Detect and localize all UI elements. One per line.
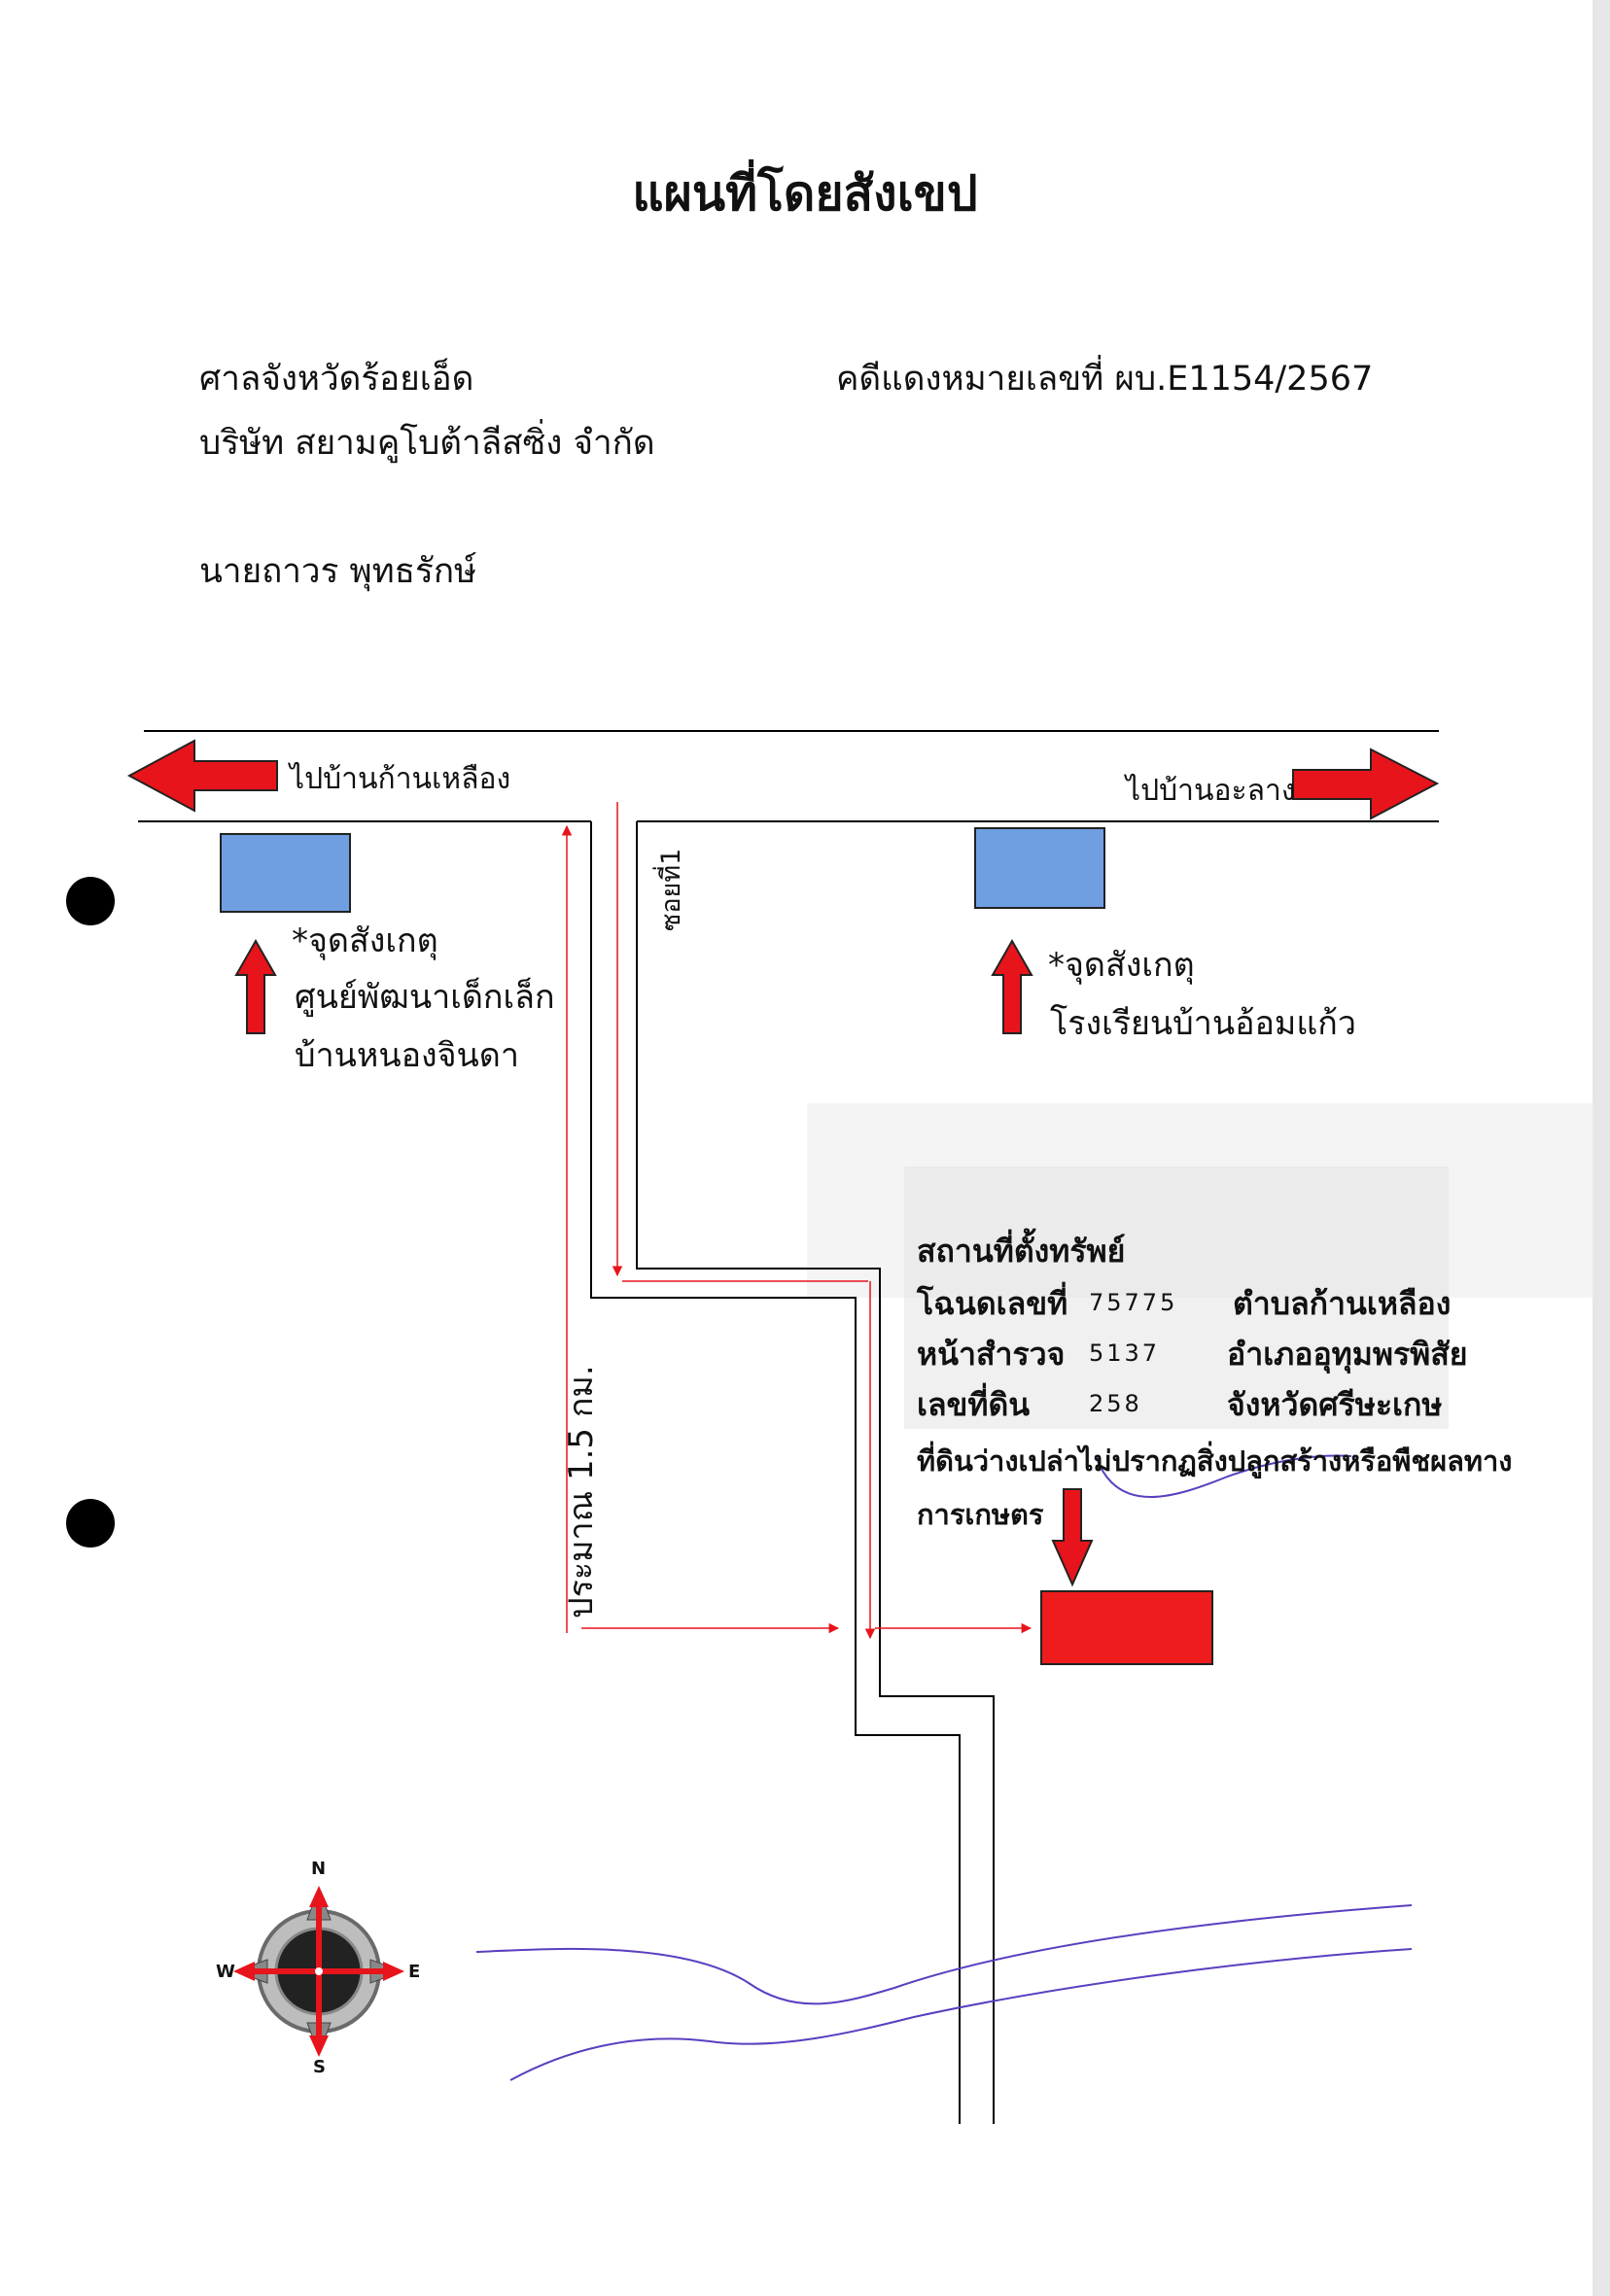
land-label: เลขที่ดิน	[917, 1386, 1031, 1423]
survey-value: 5137	[1089, 1339, 1161, 1367]
province: จังหวัดศรีษะเกษ	[1227, 1386, 1443, 1423]
court-name: ศาลจังหวัดร้อยเอ็ด	[199, 360, 474, 399]
compass-north: N	[311, 1859, 327, 1879]
compass-south: S	[313, 2057, 326, 2077]
property-pointer	[1051, 1488, 1094, 1587]
landmark-right-pointer	[991, 938, 1033, 1034]
landmark-left-line2: ศูนย์พัฒนาเด็กเล็ก	[295, 978, 555, 1017]
district: อำเภออุทุมพรพิสัย	[1227, 1336, 1468, 1373]
property-description-line1: ที่ดินว่างเปล่าไม่ปรากฏสิ่งปลูกสร้างหรือ…	[917, 1444, 1513, 1478]
left-direction-arrow	[126, 739, 278, 813]
compass-east: E	[408, 1962, 421, 1982]
compass-west: W	[216, 1962, 235, 1982]
property-heading: สถานที่ตั้งทรัพย์	[917, 1233, 1126, 1270]
landmark-left-line3: บ้านหนองจินดา	[295, 1036, 519, 1075]
punch-hole-bottom	[66, 1499, 115, 1548]
left-direction-label: ไปบ้านก้านเหลือง	[290, 762, 511, 796]
landmark-left-line1: *จุดสังเกตุ	[292, 922, 438, 960]
punch-hole-top	[66, 877, 115, 925]
company-name: บริษัท สยามคูโบต้าลีสซิ่ง จำกัด	[199, 424, 655, 463]
paste-patch-inner	[904, 1166, 1449, 1429]
distance-label: ประมาณ 1.5 กม.	[562, 1365, 601, 1618]
side-road-right-edge	[636, 821, 995, 2124]
landmark-right-line2: โรงเรียนบ้านอ้อมแก้ว	[1050, 1004, 1356, 1043]
page-title: แผนที่โดยสังเขป	[632, 165, 978, 222]
subdistrict: ตำบลก้านเหลือง	[1233, 1285, 1452, 1322]
right-direction-label: ไปบ้านอะลาง	[1126, 774, 1296, 808]
survey-label: หน้าสำรวจ	[917, 1336, 1066, 1373]
defendant-name: นายถาวร พุทธรักษ์	[199, 552, 477, 591]
landmark-right-box	[974, 827, 1105, 909]
compass-rose	[233, 1886, 404, 2057]
pen-curve-upper	[475, 1904, 1413, 2005]
property-box	[1040, 1590, 1213, 1665]
side-road-left-edge	[590, 821, 961, 2124]
pen-curve-lower	[509, 1948, 1413, 2081]
case-number: คดีแดงหมายเลขที่ ผบ.E1154/2567	[836, 360, 1374, 399]
right-direction-arrow	[1292, 748, 1440, 820]
deed-label: โฉนดเลขที่	[917, 1285, 1068, 1322]
landmark-left-box	[220, 833, 351, 913]
property-description-line2: การเกษตร	[917, 1498, 1044, 1531]
pen-scribble	[1096, 1454, 1352, 1498]
soi-label: ซอยที่1	[656, 848, 686, 931]
scan-edge	[1592, 0, 1610, 2296]
land-value: 258	[1089, 1390, 1142, 1417]
landmark-right-line1: *จุดสังเกตุ	[1048, 946, 1195, 985]
landmark-left-pointer	[234, 938, 277, 1034]
deed-value: 75775	[1089, 1289, 1178, 1316]
